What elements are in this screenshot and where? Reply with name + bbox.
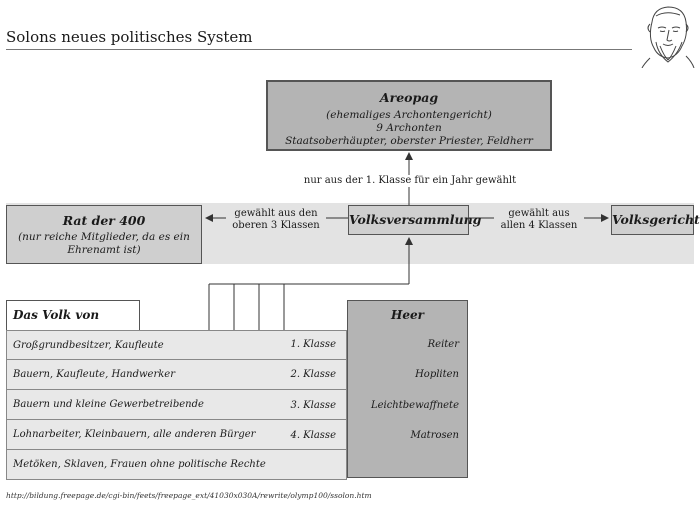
edge-label-volksgericht-line2: allen 4 Klassen [500, 220, 578, 231]
edge-label-volksgericht-line1: gewählt aus [508, 208, 570, 219]
edge-label-rat-line2: oberen 3 Klassen [232, 220, 320, 231]
volk-row-4: Lohnarbeiter, Kleinbauern, alle anderen … [6, 420, 347, 450]
unit-leichtbewaffnete: Leichtbewaffnete [370, 400, 459, 411]
title-divider [6, 49, 632, 50]
volk-row-2: Bauern, Kaufleute, Handwerker [6, 360, 347, 390]
solon-portrait-icon [638, 2, 696, 69]
areopag-title: Areopag [379, 90, 439, 105]
areopag-line3: Staatsoberhäupter, oberster Priester, Fe… [285, 135, 533, 147]
volk-row-1: Großgrundbesitzer, Kaufleute [6, 330, 347, 360]
rat-box: Rat der 400 (nur reiche Mitglieder, da e… [6, 205, 202, 264]
source-url: http://bildung.freepage.de/cgi-bin/feets… [6, 491, 372, 500]
volk-table: Großgrundbesitzer, Kaufleute Bauern, Kau… [6, 330, 347, 480]
page-title: Solons neues politisches System [6, 28, 253, 46]
class-label-3: 3. Klasse [290, 400, 336, 411]
volk-row-3: Bauern und kleine Gewerbetreibende [6, 390, 347, 420]
areopag-box: Areopag (ehemaliges Archontengericht) 9 … [266, 80, 552, 151]
areopag-line2: 9 Archonten [376, 122, 442, 134]
heer-header: Heer [391, 308, 424, 322]
areopag-line1: (ehemaliges Archontengericht) [326, 109, 492, 121]
unit-hopliten: Hopliten [415, 369, 459, 380]
edge-label-volksgericht: gewählt aus allen 4 Klassen [494, 208, 584, 232]
rat-line1: (nur reiche Mitglieder, da es ein [18, 231, 190, 243]
volksgericht-box: Volksgericht [611, 205, 700, 235]
edge-label-areopag: nur aus der 1. Klasse für ein Jahr gewäh… [300, 175, 520, 187]
volk-row-5: Metöken, Sklaven, Frauen ohne politische… [6, 450, 347, 480]
unit-reiter: Reiter [427, 339, 459, 350]
rat-line2: Ehrenamt ist) [67, 244, 141, 256]
unit-matrosen: Matrosen [410, 430, 459, 441]
volksversammlung-box: Volksversammlung [348, 205, 481, 235]
class-label-1: 1. Klasse [290, 339, 336, 350]
class-label-4: 4. Klasse [290, 430, 336, 441]
edge-label-rat-line1: gewählt aus den [234, 208, 318, 219]
heer-box [347, 300, 468, 478]
edge-label-rat: gewählt aus den oberen 3 Klassen [226, 208, 326, 232]
rat-title: Rat der 400 [62, 213, 146, 228]
class-label-2: 2. Klasse [290, 369, 336, 380]
volk-header: Das Volk von Athen [6, 300, 140, 351]
